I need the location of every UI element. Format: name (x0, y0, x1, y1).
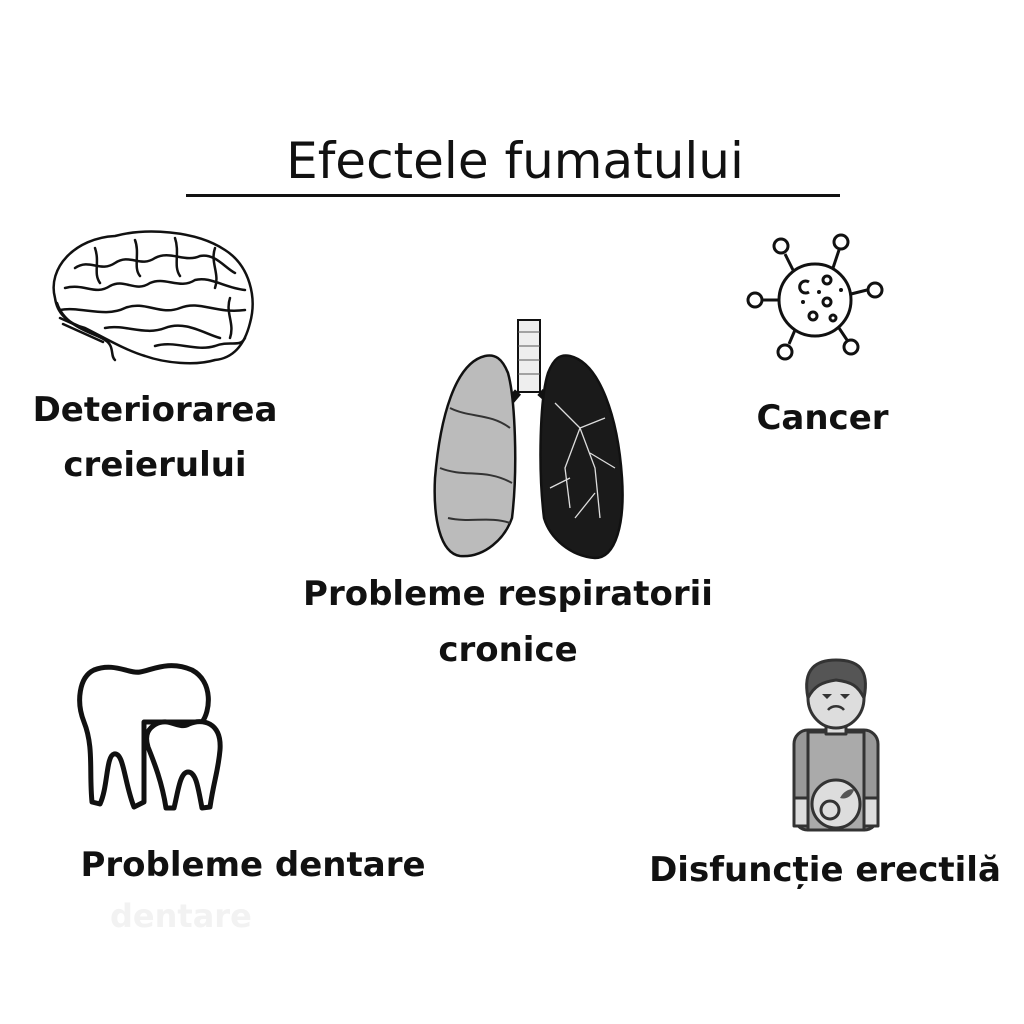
ghost-text: dentare (110, 897, 252, 935)
effect-label-lungs: Probleme respiratorii (303, 574, 713, 614)
effect-label-cancer: Cancer (756, 398, 889, 438)
effect-label-erectile: Disfuncție erectilă (649, 850, 1001, 890)
cancer-cell-icon (746, 233, 884, 361)
effect-label-brain-line2: creierului (63, 445, 247, 485)
sad-man-icon (792, 658, 880, 832)
teeth-icon (77, 663, 223, 811)
title-underline (186, 194, 840, 197)
effect-label-lungs-line2: cronice (438, 630, 578, 670)
page-title: Efectele fumatului (286, 132, 744, 190)
lungs-icon (433, 319, 624, 560)
effect-label-teeth: Probleme dentare (80, 845, 426, 885)
effect-label-brain: Deteriorarea (32, 390, 278, 430)
brain-icon (52, 230, 254, 365)
